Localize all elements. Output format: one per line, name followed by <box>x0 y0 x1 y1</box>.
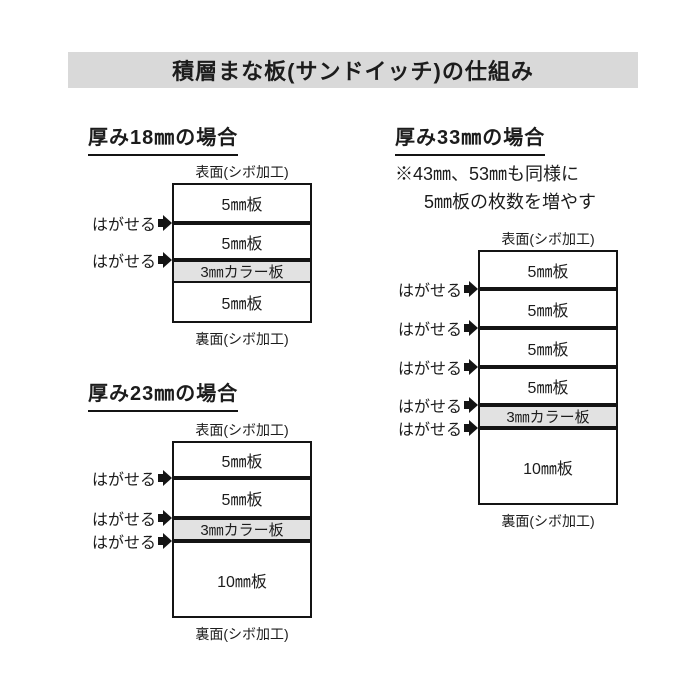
layer-5mm: 5㎜板 <box>527 263 569 281</box>
layer-5mm: 5㎜板 <box>527 380 569 397</box>
peel-line <box>480 326 616 330</box>
layer-5mm: 5㎜板 <box>221 197 263 214</box>
back-face-label: 裏面(シボ加工) <box>195 331 289 347</box>
peel-label: はがせる <box>91 535 156 552</box>
right-arrow-icon <box>158 470 172 486</box>
peel-callout: はがせる <box>84 508 172 529</box>
peel-line <box>480 365 616 369</box>
front-face-label: 表面(シボ加工) <box>501 231 595 247</box>
layer-5mm: 5㎜板 <box>527 341 569 359</box>
front-face-label: 表面(シボ加工) <box>195 164 289 180</box>
peel-label: はがせる <box>397 361 462 378</box>
peel-line <box>174 221 310 225</box>
layer-10mm: 10㎜板 <box>523 460 573 478</box>
peel-callout: はがせる <box>84 468 172 489</box>
peel-callout: はがせる <box>390 418 478 439</box>
peel-label: はがせる <box>91 254 156 271</box>
peel-line <box>174 258 310 262</box>
layer-stack-18mm: 5㎜板 5㎜板 3㎜カラー板 5㎜板 <box>172 183 312 323</box>
peel-line <box>480 426 616 430</box>
layer-5mm: 5㎜板 <box>221 453 263 471</box>
peel-label: はがせる <box>91 217 156 234</box>
layer-10mm: 10㎜板 <box>217 573 267 591</box>
note: ※43㎜、53㎜も同様に 5㎜板の枚数を増やす <box>395 160 596 216</box>
peel-line <box>174 516 310 520</box>
peel-line <box>174 476 310 480</box>
layer-stack-23mm: 5㎜板 5㎜板 3㎜カラー板 10㎜板 <box>172 441 312 618</box>
peel-label: はがせる <box>397 399 462 416</box>
peel-callout: はがせる <box>390 357 478 378</box>
peel-line <box>174 539 310 543</box>
peel-line <box>480 287 616 291</box>
layer-5mm: 5㎜板 <box>221 296 263 313</box>
layer-3mm-color: 3㎜カラー板 <box>174 262 310 281</box>
peel-callout: はがせる <box>390 395 478 416</box>
page-title: 積層まな板(サンドイッチ)の仕組み <box>172 59 534 84</box>
right-arrow-icon <box>464 397 478 413</box>
peel-callout: はがせる <box>390 279 478 300</box>
peel-label: はがせる <box>397 422 462 439</box>
section-heading-18mm: 厚み18㎜の場合 <box>88 121 239 156</box>
peel-label: はがせる <box>91 512 156 529</box>
back-face-label: 裏面(シボ加工) <box>501 513 595 529</box>
right-arrow-icon <box>464 281 478 297</box>
right-arrow-icon <box>464 420 478 436</box>
layer-5mm: 5㎜板 <box>221 235 263 253</box>
peel-callout: はがせる <box>84 531 172 552</box>
layer-3mm-color: 3㎜カラー板 <box>174 520 310 539</box>
peel-callout: はがせる <box>84 250 172 271</box>
note-line-2: 5㎜板の枚数を増やす <box>424 192 597 212</box>
back-face-label: 裏面(シボ加工) <box>195 626 289 642</box>
front-face-label: 表面(シボ加工) <box>195 422 289 438</box>
peel-label: はがせる <box>397 283 462 300</box>
layer-3mm-color: 3㎜カラー板 <box>480 407 616 426</box>
peel-label: はがせる <box>91 472 156 489</box>
peel-callout: はがせる <box>390 318 478 339</box>
peel-line <box>480 403 616 407</box>
section-heading-23mm: 厚み23㎜の場合 <box>88 377 239 412</box>
section-heading-33mm: 厚み33㎜の場合 <box>395 121 546 156</box>
fixed-line <box>174 281 310 283</box>
right-arrow-icon <box>464 320 478 336</box>
peel-callout: はがせる <box>84 213 172 234</box>
right-arrow-icon <box>158 215 172 231</box>
peel-label: はがせる <box>397 322 462 339</box>
right-arrow-icon <box>158 510 172 526</box>
right-arrow-icon <box>158 252 172 268</box>
layer-5mm: 5㎜板 <box>527 302 569 320</box>
layer-stack-33mm: 5㎜板 5㎜板 5㎜板 5㎜板 3㎜カラー板 10㎜板 <box>478 250 618 505</box>
right-arrow-icon <box>158 533 172 549</box>
note-line-1: ※43㎜、53㎜も同様に <box>395 164 580 184</box>
layer-5mm: 5㎜板 <box>221 492 263 509</box>
right-arrow-icon <box>464 359 478 375</box>
title-bar: 積層まな板(サンドイッチ)の仕組み <box>68 52 638 88</box>
